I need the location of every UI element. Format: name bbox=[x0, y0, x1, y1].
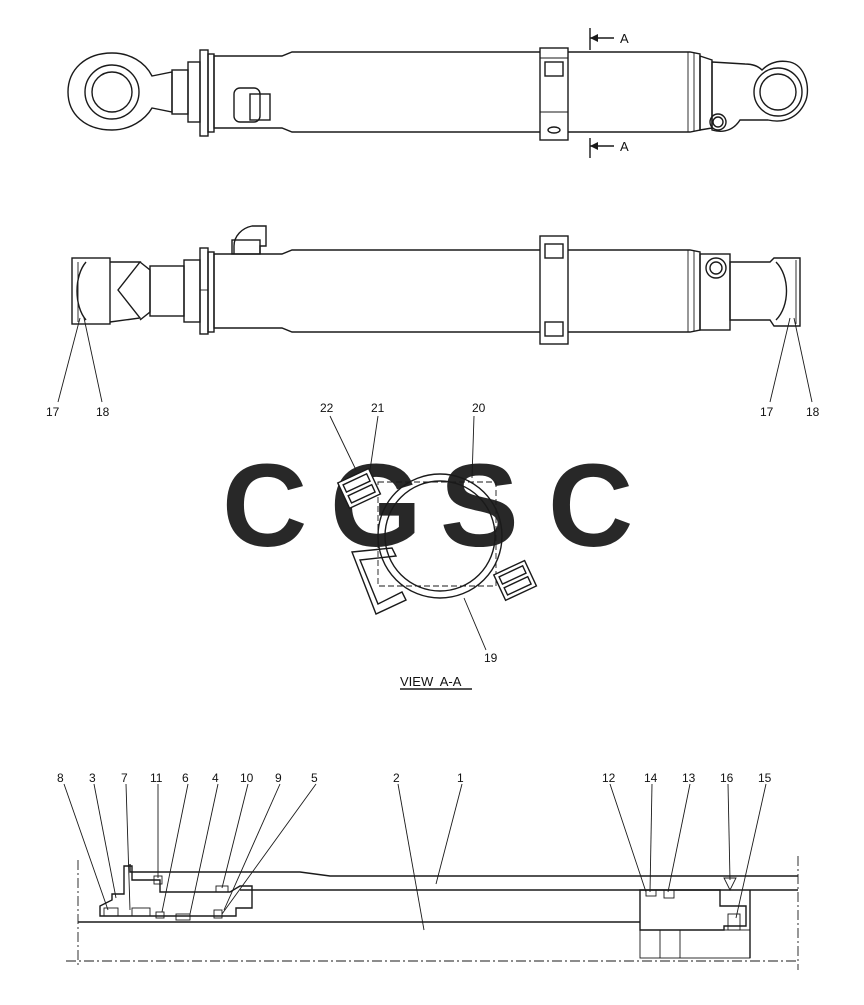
callout-15: 15 bbox=[758, 771, 772, 785]
watermark-letter-g: G bbox=[330, 440, 422, 572]
callout-11: 11 bbox=[150, 771, 163, 785]
view-label: VIEW A-A bbox=[400, 674, 462, 689]
callout-14: 14 bbox=[644, 771, 658, 785]
callout-22: 22 bbox=[320, 401, 334, 415]
callout-16: 16 bbox=[720, 771, 734, 785]
cylinder-section-view bbox=[63, 783, 799, 970]
callout-5: 5 bbox=[311, 771, 318, 785]
callout-13: 13 bbox=[682, 771, 696, 785]
callout-9: 9 bbox=[275, 771, 282, 785]
callout-12: 12 bbox=[602, 771, 616, 785]
watermark-letter-s: S bbox=[440, 440, 519, 572]
callout-6: 6 bbox=[182, 771, 189, 785]
section-marker-a-bottom: A bbox=[620, 139, 629, 154]
watermark-letter-c1: C bbox=[222, 440, 307, 572]
callout-20: 20 bbox=[472, 401, 486, 415]
callout-19: 19 bbox=[484, 651, 498, 665]
section-marker-a-top: A bbox=[620, 31, 629, 46]
callout-4: 4 bbox=[212, 771, 219, 785]
callout-18-left: 18 bbox=[96, 405, 110, 419]
watermark-letter-c2: C bbox=[548, 440, 633, 572]
callout-10: 10 bbox=[240, 771, 254, 785]
callout-3: 3 bbox=[89, 771, 96, 785]
callout-1: 1 bbox=[457, 771, 464, 785]
callout-7: 7 bbox=[121, 771, 128, 785]
callout-17-right: 17 bbox=[760, 405, 774, 419]
callout-2: 2 bbox=[393, 771, 400, 785]
callout-17-left: 17 bbox=[46, 405, 60, 419]
view-a-a-section bbox=[329, 415, 538, 651]
callout-leaders-side bbox=[57, 317, 813, 403]
cgsc-watermark: C G S C bbox=[222, 440, 633, 572]
cylinder-top-view: A A bbox=[67, 28, 809, 158]
callout-21: 21 bbox=[371, 401, 385, 415]
callout-8: 8 bbox=[57, 771, 64, 785]
cylinder-side-view bbox=[71, 225, 801, 345]
callout-18-right: 18 bbox=[806, 405, 820, 419]
